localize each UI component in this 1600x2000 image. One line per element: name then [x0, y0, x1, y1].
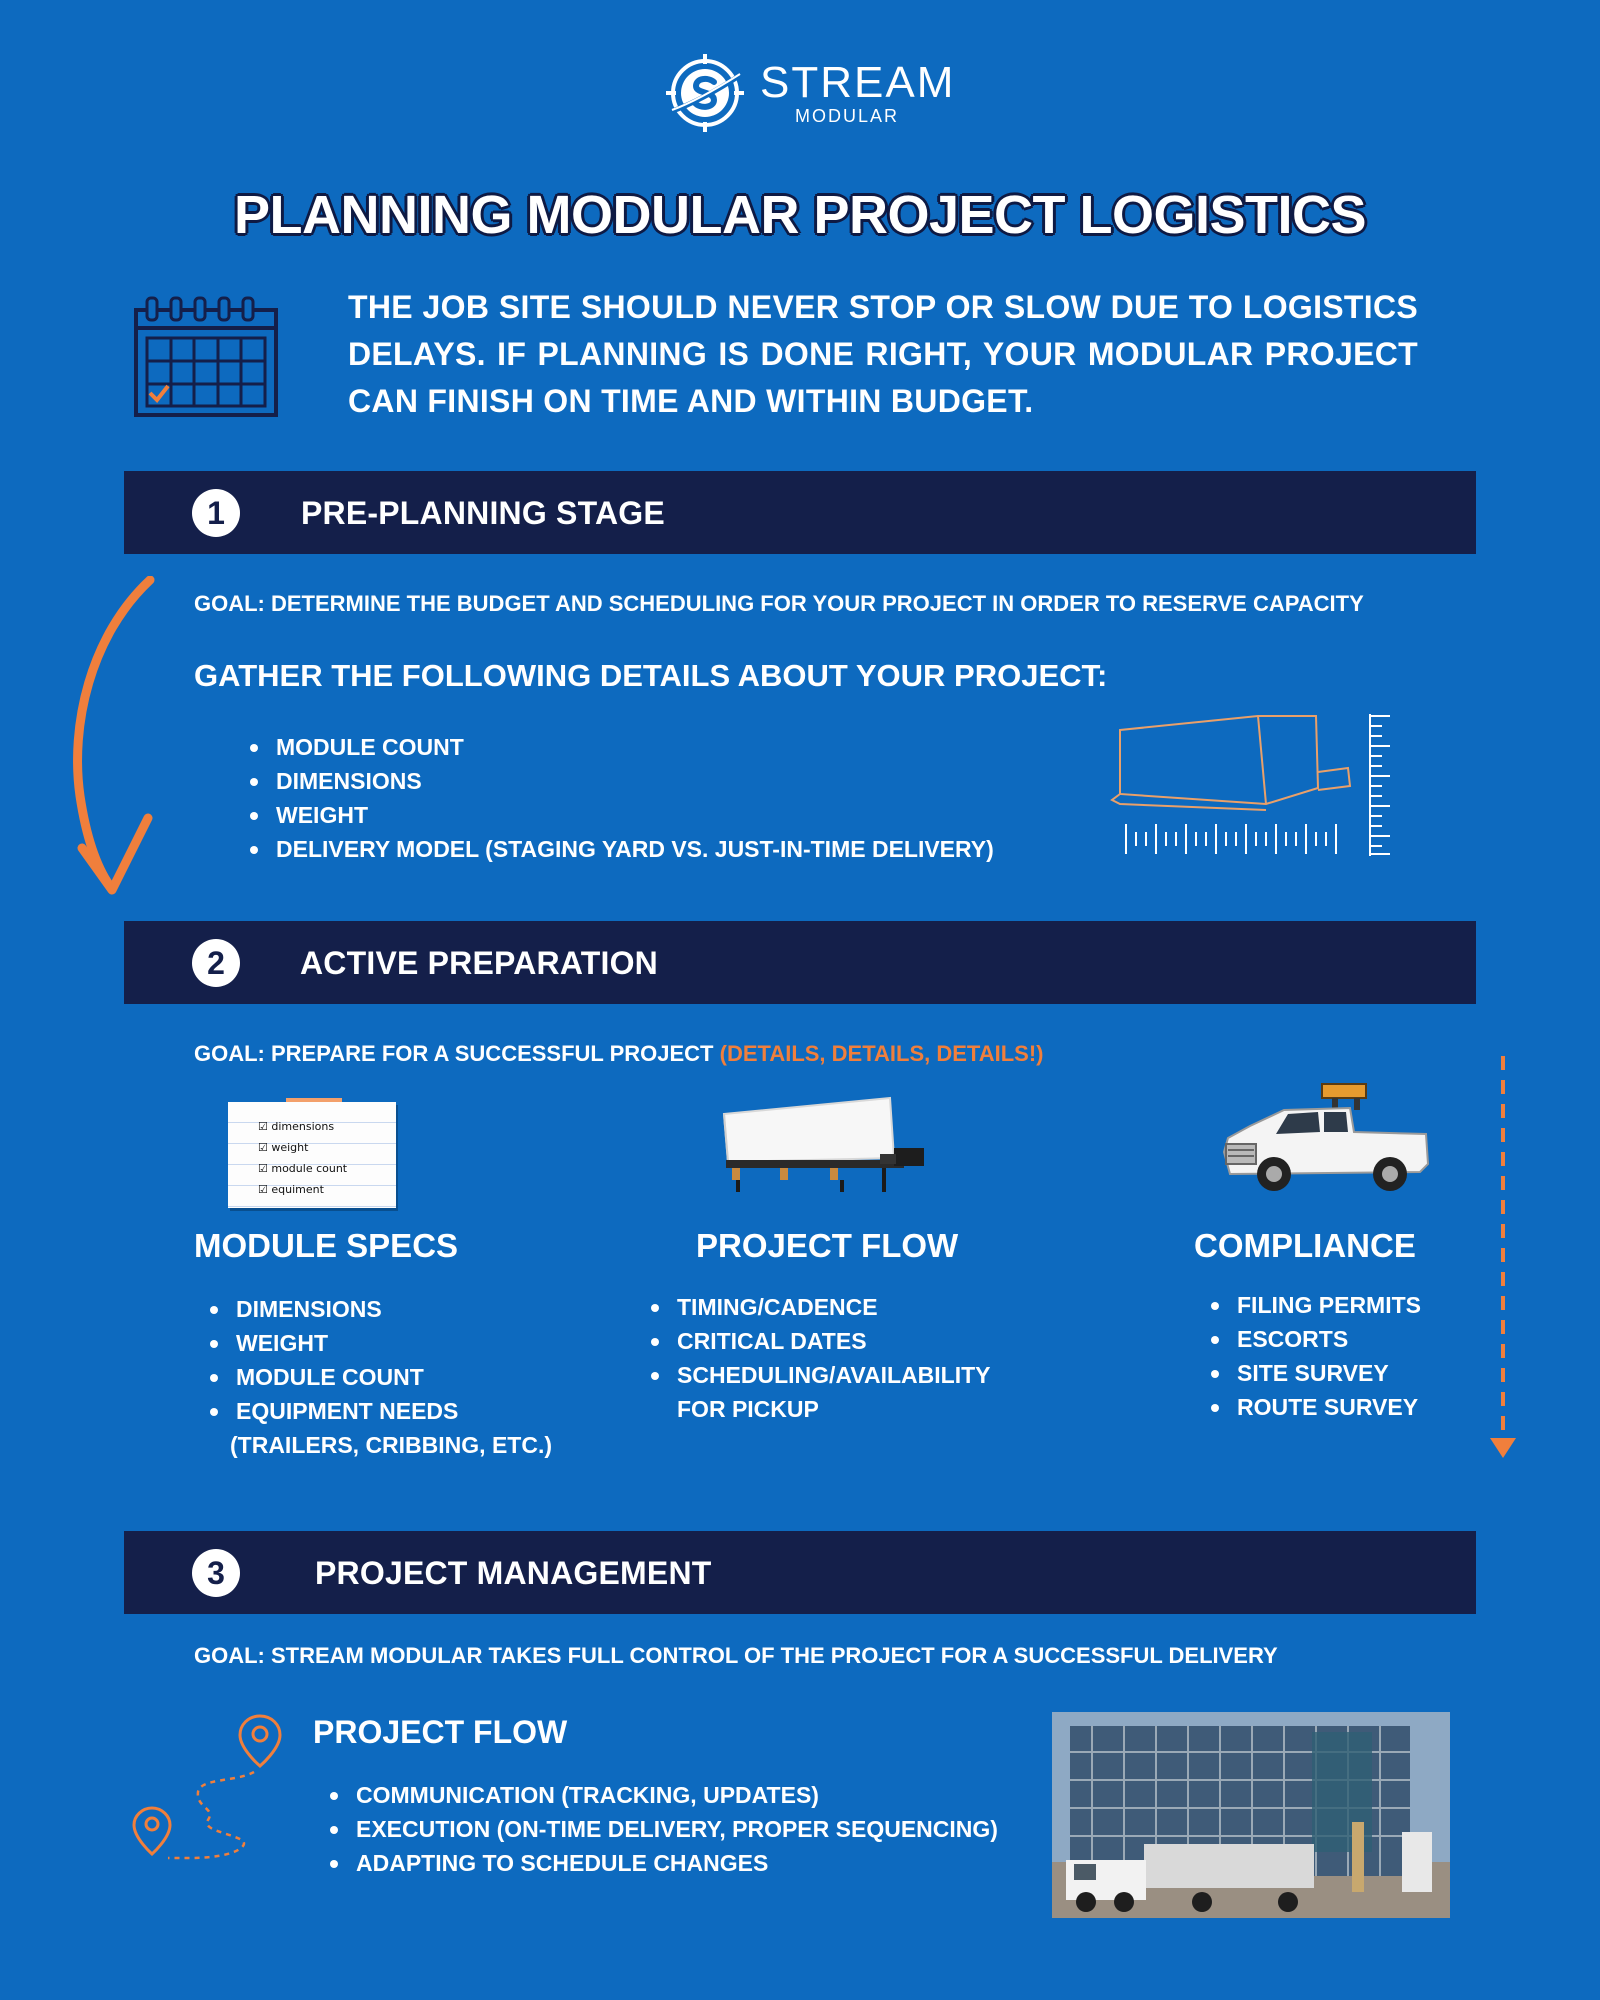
list-item: SCHEDULING/AVAILABILITY — [647, 1358, 990, 1392]
list-item: MODULE COUNT — [246, 730, 994, 764]
construction-site-photo — [1052, 1712, 1450, 1918]
details-list: MODULE COUNT DIMENSIONS WEIGHT DELIVERY … — [246, 730, 994, 866]
list-item: WEIGHT — [246, 798, 994, 832]
list-item-continuation: (TRAILERS, CRIBBING, ETC.) — [230, 1432, 552, 1458]
section-title: ACTIVE PREPARATION — [300, 945, 658, 981]
section-bar-active-preparation: 2 ACTIVE PREPARATION — [124, 921, 1476, 1004]
check-row: ☑ module count — [258, 1162, 348, 1175]
section-subheading: GATHER THE FOLLOWING DETAILS ABOUT YOUR … — [194, 658, 1108, 693]
list-item: ROUTE SURVEY — [1207, 1390, 1421, 1424]
section-number: 3 — [192, 1549, 240, 1597]
column-heading-compliance: COMPLIANCE — [1194, 1227, 1416, 1264]
checklist-note-icon: ☑ dimensions ☑ weight ☑ module count ☑ e… — [228, 1098, 396, 1208]
compliance-list: FILING PERMITS ESCORTS SITE SURVEY ROUTE… — [1207, 1288, 1421, 1424]
list-item-continuation: FOR PICKUP — [677, 1396, 819, 1422]
goal-accent: (DETAILS, DETAILS, DETAILS!) — [719, 1041, 1044, 1066]
list-item: CRITICAL DATES — [647, 1324, 990, 1358]
module-trailer-icon — [722, 1096, 924, 1192]
list-item: MODULE COUNT — [206, 1360, 458, 1394]
section-goal: GOAL: STREAM MODULAR TAKES FULL CONTROL … — [194, 1643, 1278, 1668]
curved-arrow-icon — [73, 576, 155, 895]
list-item: WEIGHT — [206, 1326, 458, 1360]
section-bar-project-management: 3 PROJECT MANAGEMENT — [124, 1531, 1476, 1614]
brand-logo: STREAM MODULAR — [662, 50, 956, 136]
list-item: TIMING/CADENCE — [647, 1290, 990, 1324]
intro-paragraph: THE JOB SITE SHOULD NEVER STOP OR SLOW D… — [348, 289, 1418, 419]
compass-logo-icon — [666, 54, 744, 132]
goal-text: GOAL: PREPARE FOR A SUCCESSFUL PROJECT — [194, 1041, 714, 1066]
brand-subname: MODULAR — [795, 106, 900, 126]
section-title: PROJECT MANAGEMENT — [315, 1555, 712, 1591]
section-bar-pre-planning: 1 PRE-PLANNING STAGE — [124, 471, 1476, 554]
list-item: COMMUNICATION (TRACKING, UPDATES) — [326, 1778, 998, 1812]
check-row: ☑ equiment — [258, 1183, 324, 1196]
list-item: SITE SURVEY — [1207, 1356, 1421, 1390]
module-specs-list: DIMENSIONS WEIGHT MODULE COUNT EQUIPMENT… — [206, 1292, 458, 1428]
page-title: PLANNING MODULAR PROJECT LOGISTICS — [233, 185, 1367, 245]
section-goal: GOAL: DETERMINE THE BUDGET AND SCHEDULIN… — [194, 591, 1364, 616]
check-row: ☑ weight — [258, 1141, 309, 1154]
section-number: 1 — [192, 489, 240, 537]
column-heading-module-specs: MODULE SPECS — [194, 1227, 459, 1264]
list-item: DIMENSIONS — [246, 764, 994, 798]
brand-name: STREAM — [760, 58, 956, 107]
dashed-arrow-icon — [1490, 1056, 1516, 1458]
column-heading-project-flow: PROJECT FLOW — [696, 1227, 959, 1264]
section-number: 2 — [192, 939, 240, 987]
check-row: ☑ dimensions — [258, 1120, 335, 1133]
list-item: ESCORTS — [1207, 1322, 1421, 1356]
route-pins-icon — [132, 1714, 282, 1860]
calendar-icon — [134, 296, 278, 417]
list-item: FILING PERMITS — [1207, 1288, 1421, 1322]
list-item: EQUIPMENT NEEDS — [206, 1394, 458, 1428]
pickup-truck-icon — [1222, 1083, 1430, 1191]
section-goal: GOAL: PREPARE FOR A SUCCESSFUL PROJECT (… — [194, 1040, 1044, 1068]
project-flow-management-list: COMMUNICATION (TRACKING, UPDATES) EXECUT… — [326, 1778, 998, 1880]
section-subheading: PROJECT FLOW — [313, 1714, 568, 1750]
section-title: PRE-PLANNING STAGE — [301, 495, 665, 531]
list-item: EXECUTION (ON-TIME DELIVERY, PROPER SEQU… — [326, 1812, 998, 1846]
list-item: DELIVERY MODEL (STAGING YARD VS. JUST-IN… — [246, 832, 994, 866]
module-measure-icon — [1110, 714, 1390, 856]
project-flow-list: TIMING/CADENCE CRITICAL DATES SCHEDULING… — [647, 1290, 990, 1392]
list-item: DIMENSIONS — [206, 1292, 458, 1326]
list-item: ADAPTING TO SCHEDULE CHANGES — [326, 1846, 998, 1880]
